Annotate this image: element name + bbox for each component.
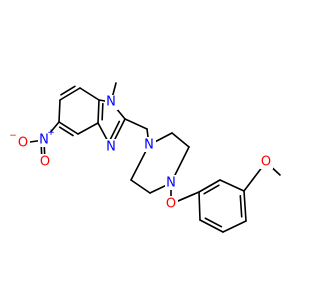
nitro-nitrogen-label: N [39, 133, 49, 148]
benzo-bond [77, 122, 99, 135]
nitro-oxygen-charge: − [9, 131, 17, 141]
piperazine-n-top-label: N [144, 138, 154, 153]
atom-label-layer: O − N + O N N N N O O [9, 95, 273, 212]
aryl-double-bond-inner [204, 217, 223, 228]
nitro-oxygen-bottom-label: O [40, 155, 50, 170]
linker-bond [124, 118, 148, 130]
aryl-bond [222, 220, 247, 233]
benzo-double-bond [97, 99, 100, 124]
aryl-double-bond [198, 179, 221, 193]
aryl-double-bond-inner [239, 194, 243, 218]
piperazine-bond [130, 179, 151, 194]
methoxy-oxygen-label: O [261, 155, 271, 170]
imidazole-n3-label: N [106, 140, 116, 155]
benzo-double-bond-inner [58, 126, 74, 137]
molecule-structure: O − N + O N N N N O O [9, 82, 281, 233]
benzo-double-bond-inner [60, 85, 76, 96]
nitro-nitrogen-charge: + [47, 128, 55, 138]
aryl-double-bond [243, 190, 247, 222]
imidazole-double-bond-inner [108, 120, 121, 142]
aryl-bond [219, 179, 245, 192]
benzo-bond [58, 99, 61, 123]
benzo-double-bond [59, 87, 81, 101]
carbonyl-oxygen-label: O [166, 197, 176, 212]
nitro-oxygen-left-label: O [18, 136, 28, 151]
benzo-bond [79, 87, 100, 101]
aryl-double-bond-inner [203, 184, 220, 195]
benzo-double-bond [58, 121, 79, 135]
benzo-double-bond-inner [101, 102, 104, 121]
bond-layer [22, 82, 281, 233]
carbonyl-carbon-bond-inner [174, 193, 196, 203]
aryl-double-bond [199, 219, 224, 233]
aryl-bond [198, 191, 201, 221]
piperazine-bond [171, 132, 190, 148]
piperazine-n-bottom-label: N [166, 176, 176, 191]
imidazole-n1-label: N [106, 95, 116, 110]
